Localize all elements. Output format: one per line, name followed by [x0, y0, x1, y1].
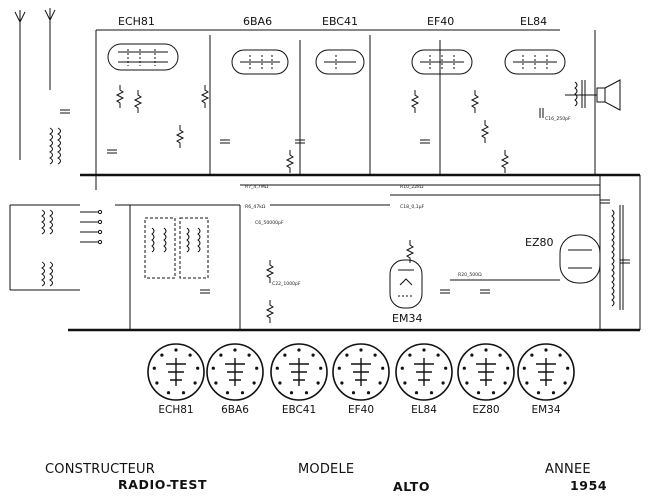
annee-value: 1954: [570, 478, 608, 493]
label-ebc41: EBC41: [322, 15, 358, 28]
aerial-coil: [19, 75, 61, 165]
tube-base-label: EZ80: [472, 404, 499, 416]
annee-label: ANNEE: [545, 462, 591, 477]
label-c18: C18_0,1µF: [400, 204, 425, 210]
label-c16: C16_250pF: [545, 116, 571, 122]
tube-base-label: EL84: [411, 404, 437, 416]
tube-base-ebc41: EBC41: [270, 343, 328, 416]
tube-base-label: 6BA6: [221, 404, 249, 416]
tube-base-em34: EM34: [517, 343, 575, 416]
tube-base-el84: EL84: [395, 343, 453, 416]
capacitor-array: [60, 108, 630, 294]
tube-ech81: [107, 43, 179, 71]
constructeur-value: RADIO-TEST: [118, 477, 208, 492]
tube-base-ech81: ECH81: [147, 343, 205, 416]
tube-base-label: EF40: [348, 404, 374, 416]
tube-base-diagrams: ECH81 6BA6 EBC41 EF40 EL84 EZ80 EM34: [147, 343, 575, 416]
tube-base-label: ECH81: [158, 404, 193, 416]
tube-base-label: EBC41: [282, 404, 316, 416]
if-transformer-2: [179, 217, 209, 279]
resistor-array: [115, 85, 510, 323]
tube-ez80-symbol: [559, 234, 601, 284]
constructeur-label: CONSTRUCTEUR: [45, 462, 155, 477]
label-c6: C6_50000pF: [255, 220, 284, 226]
loudspeaker: [565, 79, 621, 111]
tube-em34-symbol: [389, 259, 423, 309]
tube-ebc41: [315, 49, 365, 75]
tube-base-ef40: EF40: [332, 343, 390, 416]
label-r6: R6_47kΩ: [245, 204, 266, 210]
label-el84: EL84: [520, 15, 547, 28]
output-transformer: [574, 80, 586, 108]
tube-ef40: [411, 49, 473, 75]
label-ech81: ECH81: [118, 15, 155, 28]
antenna-right: [44, 8, 56, 90]
label-c22: C22_1000pF: [272, 281, 301, 287]
label-r20: R20_500Ω: [458, 272, 482, 278]
modele-value: ALTO: [393, 479, 431, 494]
tube-base-label: EM34: [531, 404, 560, 416]
label-ef40: EF40: [427, 15, 454, 28]
tube-base-6ba6: 6BA6: [206, 343, 264, 416]
label-r7: R7_4,7MΩ: [245, 184, 269, 190]
label-ez80: EZ80: [525, 236, 553, 249]
mains-transformer: [611, 205, 641, 310]
if-transformer-1: [144, 217, 176, 279]
tube-el84: [504, 49, 566, 75]
waveband-switch: [80, 209, 103, 245]
tube-base-ez80: EZ80: [457, 343, 515, 416]
label-6ba6: 6BA6: [243, 15, 272, 28]
antenna-left: [14, 10, 26, 75]
label-em34: EM34: [392, 312, 422, 325]
label-r10: R10_22kΩ: [400, 184, 424, 190]
tube-6ba6: [231, 49, 289, 75]
modele-label: MODELE: [298, 462, 355, 477]
oscillator-coil: [9, 204, 80, 291]
